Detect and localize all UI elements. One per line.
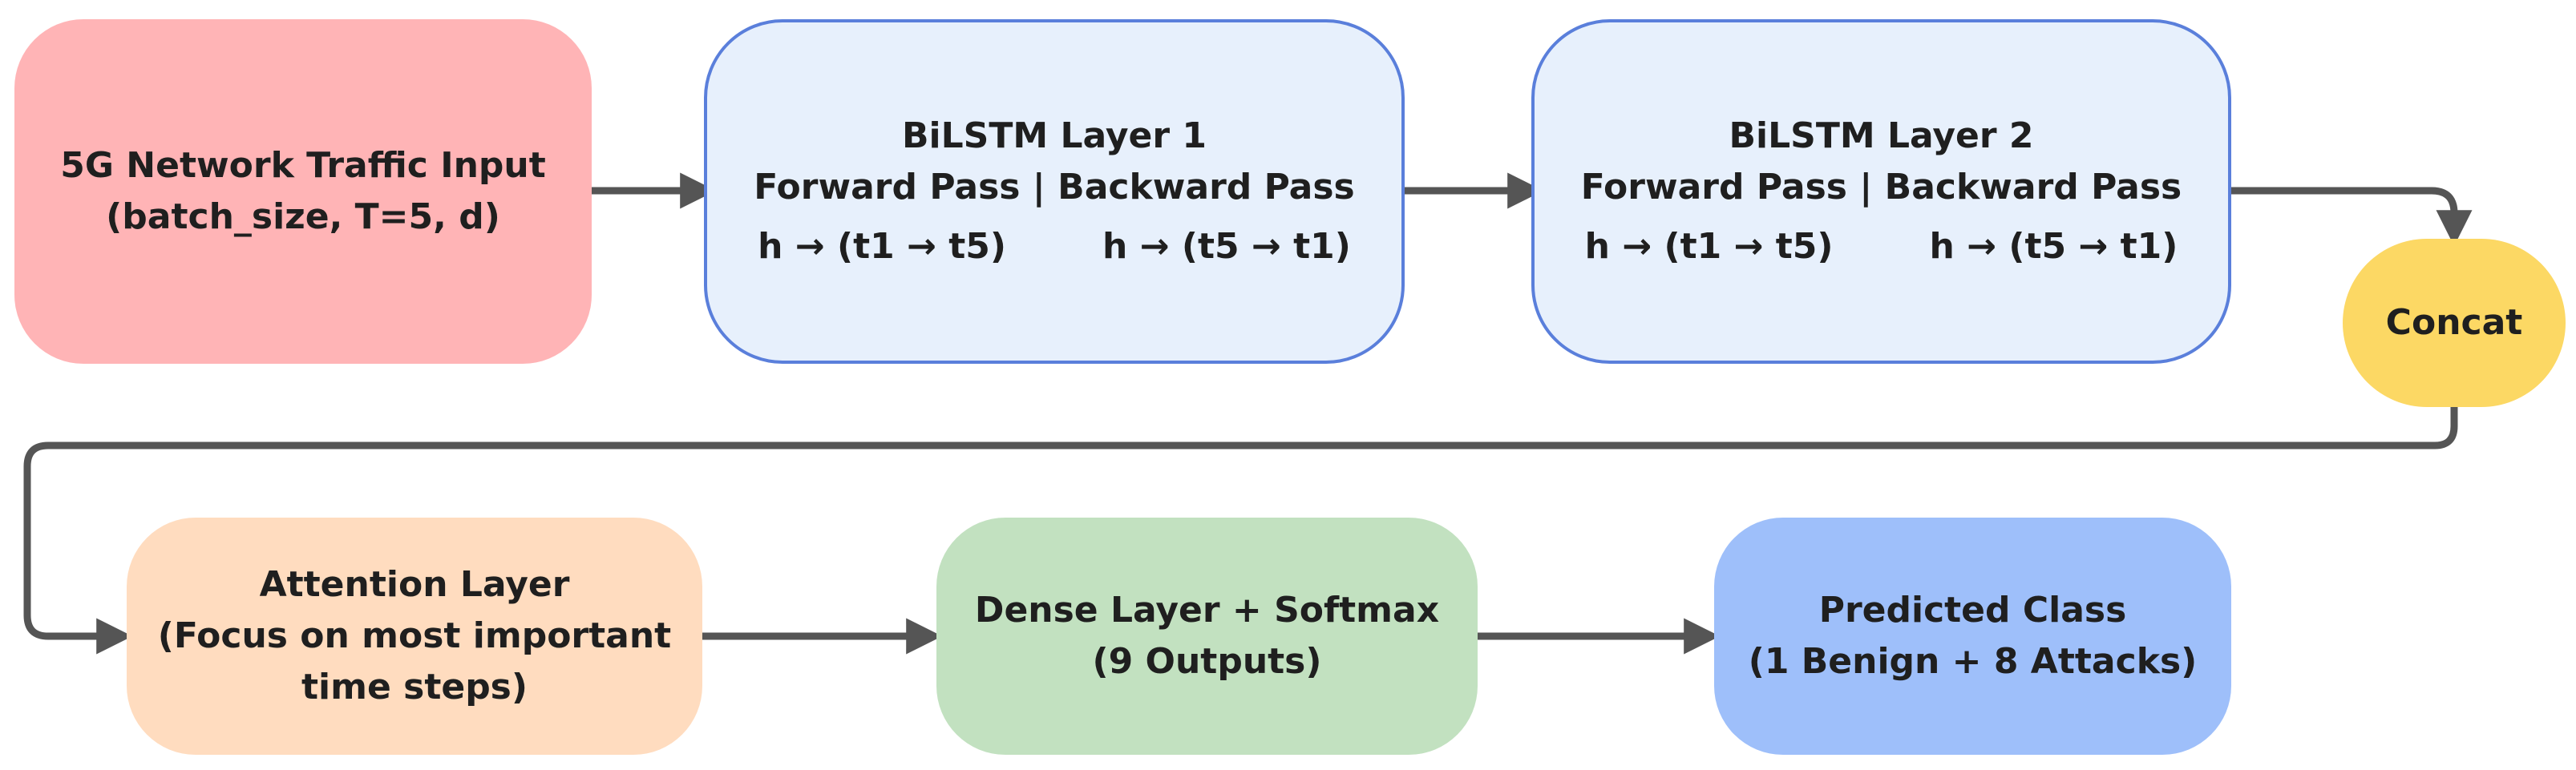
bilstm-layer-1-node: BiLSTM Layer 1 Forward Pass | Backward P… xyxy=(704,19,1405,364)
bilstm-layer-2-node: BiLSTM Layer 2 Forward Pass | Backward P… xyxy=(1531,19,2231,364)
input-shape: (batch_size, T=5, d) xyxy=(106,196,500,237)
predicted-class-node: Predicted Class (1 Benign + 8 Attacks) xyxy=(1714,518,2231,755)
bilstm-layer-1-directions: h → (t1 → t5) h → (t5 → t1) xyxy=(707,221,1401,272)
bilstm-layer-2-subtitle: Forward Pass | Backward Pass xyxy=(1580,167,2182,208)
bilstm-layer-1-forward: h → (t1 → t5) xyxy=(758,226,1006,267)
attention-title: Attention Layer xyxy=(259,564,570,605)
attention-desc-1: (Focus on most important xyxy=(157,615,672,656)
input-title: 5G Network Traffic Input xyxy=(60,145,546,186)
bilstm-layer-1-title: BiLSTM Layer 1 xyxy=(902,115,1207,156)
dense-title: Dense Layer + Softmax xyxy=(974,590,1440,631)
dense-outputs: (9 Outputs) xyxy=(1092,641,1322,682)
input-node: 5G Network Traffic Input (batch_size, T=… xyxy=(14,19,592,364)
arrow-concat-to-attention xyxy=(23,403,2458,655)
arrow-bilstm2-to-concat xyxy=(2227,187,2473,247)
attention-layer-node: Attention Layer (Focus on most important… xyxy=(127,518,702,755)
concat-label: Concat xyxy=(2385,302,2523,343)
dense-softmax-node: Dense Layer + Softmax (9 Outputs) xyxy=(936,518,1478,755)
bilstm-layer-2-title: BiLSTM Layer 2 xyxy=(1729,115,2034,156)
predicted-classes: (1 Benign + 8 Attacks) xyxy=(1748,641,2198,682)
bilstm-layer-2-forward: h → (t1 → t5) xyxy=(1584,226,1834,267)
bilstm-layer-2-directions: h → (t1 → t5) h → (t5 → t1) xyxy=(1535,221,2228,272)
bilstm-layer-2-backward: h → (t5 → t1) xyxy=(1929,226,2178,267)
predicted-title: Predicted Class xyxy=(1818,590,2127,631)
attention-desc-2: time steps) xyxy=(301,667,528,708)
concat-node: Concat xyxy=(2343,239,2566,407)
bilstm-layer-1-backward: h → (t5 → t1) xyxy=(1102,226,1351,267)
bilstm-layer-1-subtitle: Forward Pass | Backward Pass xyxy=(754,167,1355,208)
